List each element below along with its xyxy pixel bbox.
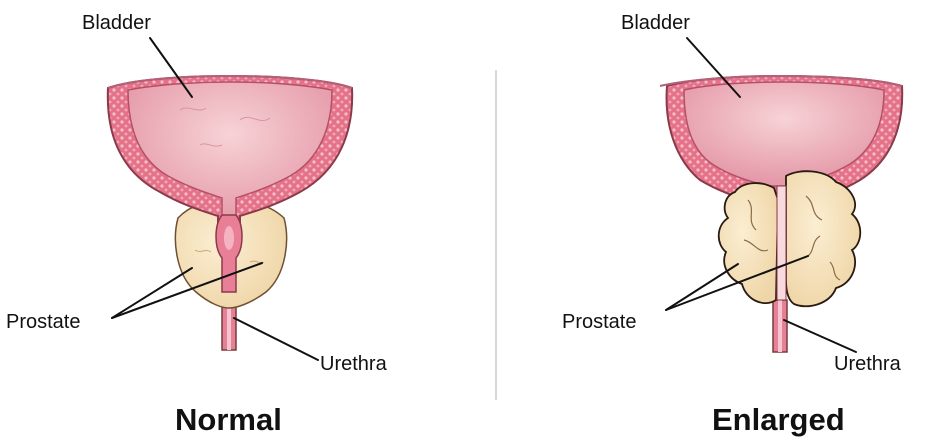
normal-urethra-leader xyxy=(234,318,318,360)
enlarged-urethra-compressed xyxy=(777,186,786,300)
normal-bladder-cavity xyxy=(128,82,332,230)
enlarged-prostate-right-lobe xyxy=(786,171,860,306)
enlarged-bladder-label: Bladder xyxy=(621,12,690,34)
normal-urethra-label: Urethra xyxy=(320,353,388,375)
enlarged-panel: Bladder Prostate Urethra Enlarged xyxy=(562,12,902,437)
normal-prostate-label: Prostate xyxy=(6,311,80,333)
normal-bladder-label: Bladder xyxy=(82,12,151,34)
enlarged-prostate-label: Prostate xyxy=(562,311,636,333)
enlarged-urethra-leader xyxy=(784,320,856,352)
normal-panel: Bladder Prostate Urethra Normal xyxy=(6,12,388,437)
enlarged-caption: Enlarged xyxy=(712,402,845,437)
enlarged-urethra-label: Urethra xyxy=(834,353,902,375)
normal-caption: Normal xyxy=(175,402,282,437)
